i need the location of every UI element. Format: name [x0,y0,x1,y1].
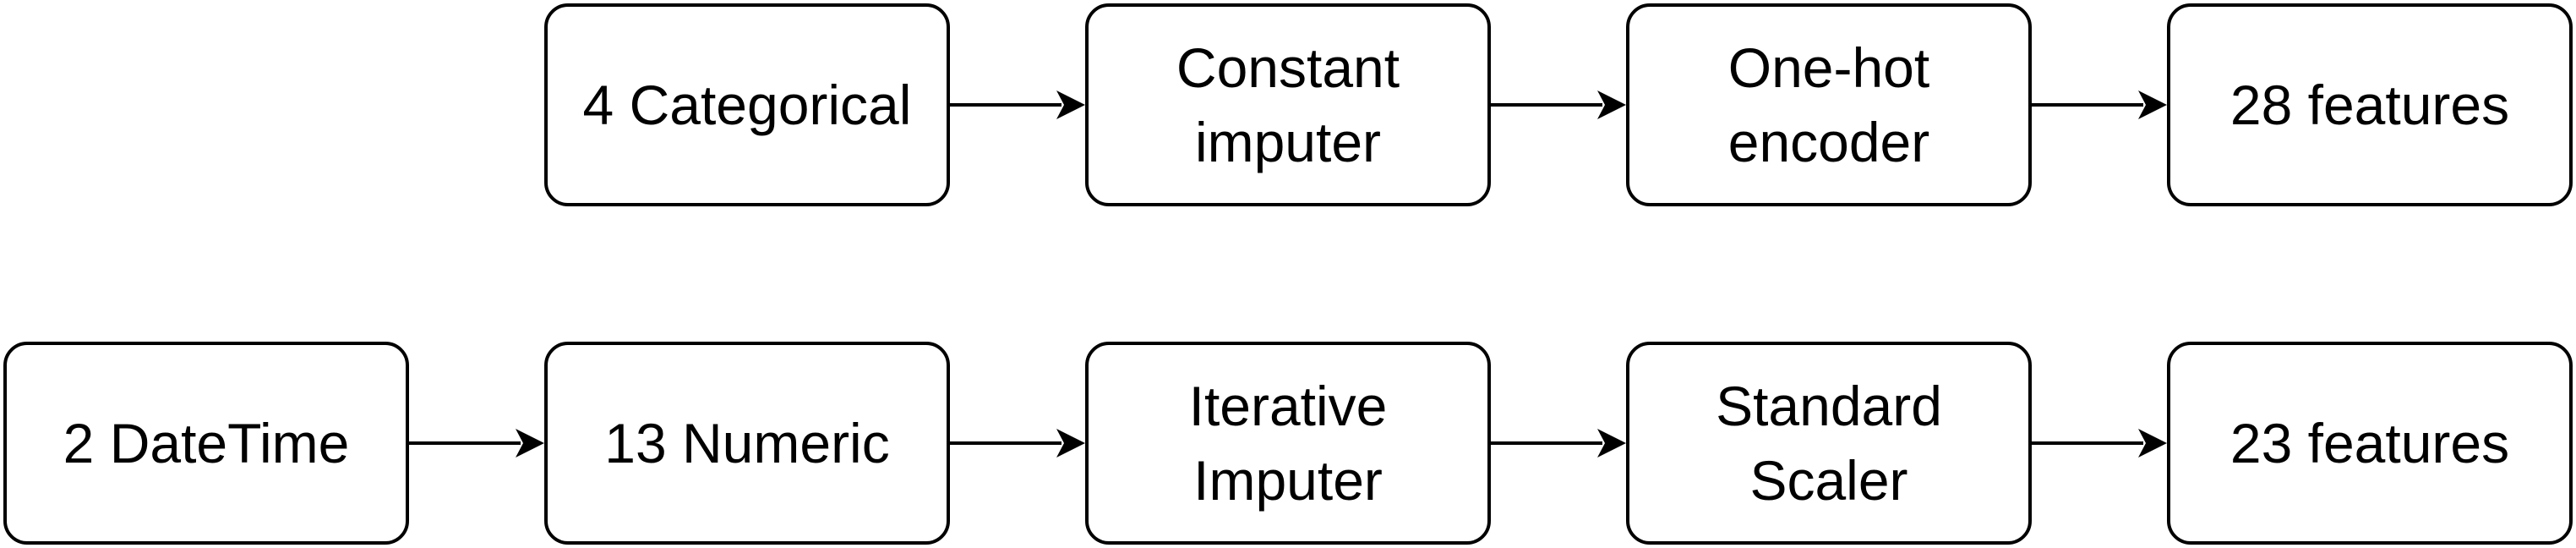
node-features-28: 28 features [2167,3,2573,206]
node-categorical: 4 Categorical [544,3,950,206]
node-label: One-hot encoder [1727,36,1930,173]
node-label: Constant imputer [1176,36,1400,173]
node-label: 4 Categorical [582,74,912,136]
node-iterative-imputer: Iterative Imputer [1085,342,1491,545]
arrow-datetime-to-numeric [409,429,544,458]
node-label: 2 DateTime [63,412,350,474]
arrowhead-icon [1597,90,1626,119]
arrowhead-icon [1056,429,1085,458]
arrow-numeric-to-iterative-imputer [950,429,1085,458]
arrow-iterative-imputer-to-standard-scaler [1491,429,1626,458]
arrowhead-icon [2138,429,2167,458]
arrow-standard-scaler-to-features-23 [2032,429,2167,458]
arrow-constant-imputer-to-one-hot-encoder [1491,90,1626,119]
node-standard-scaler: Standard Scaler [1626,342,2032,545]
node-datetime: 2 DateTime [3,342,409,545]
arrow-categorical-to-constant-imputer [950,90,1085,119]
edge-group [409,90,2167,458]
arrowhead-icon [2138,90,2167,119]
node-numeric: 13 Numeric [544,342,950,545]
node-label: 28 features [2229,74,2510,136]
node-constant-imputer: Constant imputer [1085,3,1491,206]
arrow-one-hot-encoder-to-features-28 [2032,90,2167,119]
node-label: Standard Scaler [1716,375,1942,512]
arrowhead-icon [516,429,544,458]
arrowhead-icon [1056,90,1085,119]
node-label: Iterative Imputer [1188,375,1388,512]
node-label: 13 Numeric [604,412,890,474]
node-one-hot-encoder: One-hot encoder [1626,3,2032,206]
node-label: 23 features [2229,412,2510,474]
arrowhead-icon [1597,429,1626,458]
node-features-23: 23 features [2167,342,2573,545]
